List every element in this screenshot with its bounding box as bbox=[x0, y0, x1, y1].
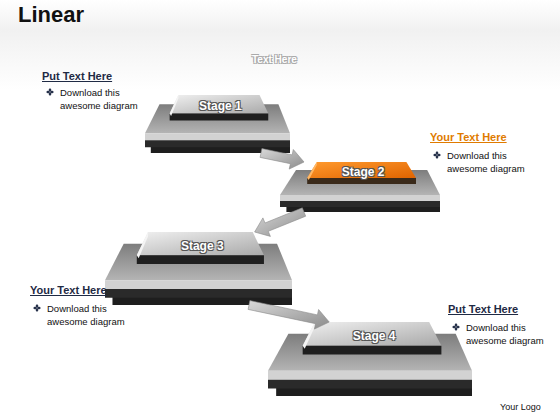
arrow-body bbox=[255, 208, 306, 237]
platform-front bbox=[307, 178, 416, 184]
stage-platform: Stage 3 bbox=[105, 232, 292, 305]
bullet-symbol bbox=[33, 304, 41, 312]
flow-arrow bbox=[260, 149, 304, 170]
platform-front bbox=[137, 255, 264, 264]
base-front bbox=[145, 133, 290, 140]
base-front bbox=[280, 195, 440, 201]
arrow-body bbox=[260, 149, 304, 170]
arrow-body bbox=[248, 301, 329, 330]
base-front bbox=[105, 280, 292, 289]
callout-heading: Put Text Here bbox=[42, 70, 112, 82]
base-front-dark bbox=[105, 289, 292, 298]
base-front-dark bbox=[268, 380, 472, 389]
stage-platform: Stage 4 bbox=[268, 322, 472, 396]
stage-label: Stage 1 bbox=[171, 97, 270, 114]
callout-text: Download this awesome diagram bbox=[47, 302, 139, 328]
flow-arrow bbox=[255, 208, 306, 237]
platform-edge bbox=[303, 322, 315, 349]
callout-text: Download this awesome diagram bbox=[466, 321, 558, 347]
diagram-title: Linear bbox=[18, 2, 84, 28]
base-front-dark bbox=[145, 140, 290, 147]
logo-text: Your Logo bbox=[500, 402, 541, 412]
stage-platform: Stage 1 bbox=[145, 95, 290, 153]
callout-heading: Your Text Here bbox=[430, 131, 507, 143]
platform-edge bbox=[170, 95, 179, 116]
base-front bbox=[268, 371, 472, 380]
callout-heading: Your Text Here bbox=[30, 284, 107, 296]
bullet-symbol bbox=[433, 151, 441, 159]
stage-label: Stage 4 bbox=[305, 325, 444, 347]
callout-text: Download this awesome diagram bbox=[447, 149, 539, 175]
callout-text: Download this awesome diagram bbox=[60, 86, 152, 112]
bullet-symbols bbox=[33, 88, 460, 331]
bullet-symbol bbox=[46, 88, 54, 96]
bullet-symbol bbox=[452, 323, 460, 331]
callout-heading: Put Text Here bbox=[448, 303, 518, 315]
platform-edge bbox=[137, 232, 148, 258]
stage-label: Stage 2 bbox=[309, 164, 418, 179]
platform-front bbox=[303, 346, 442, 355]
stage-label: Stage 3 bbox=[139, 235, 266, 257]
header-note: Text Here bbox=[252, 54, 297, 65]
stage-platform: Stage 2 bbox=[280, 162, 440, 212]
base-front-dark bbox=[280, 201, 440, 207]
platform-front bbox=[170, 114, 269, 121]
flow-arrow bbox=[248, 301, 329, 330]
platform-edge bbox=[307, 162, 317, 180]
